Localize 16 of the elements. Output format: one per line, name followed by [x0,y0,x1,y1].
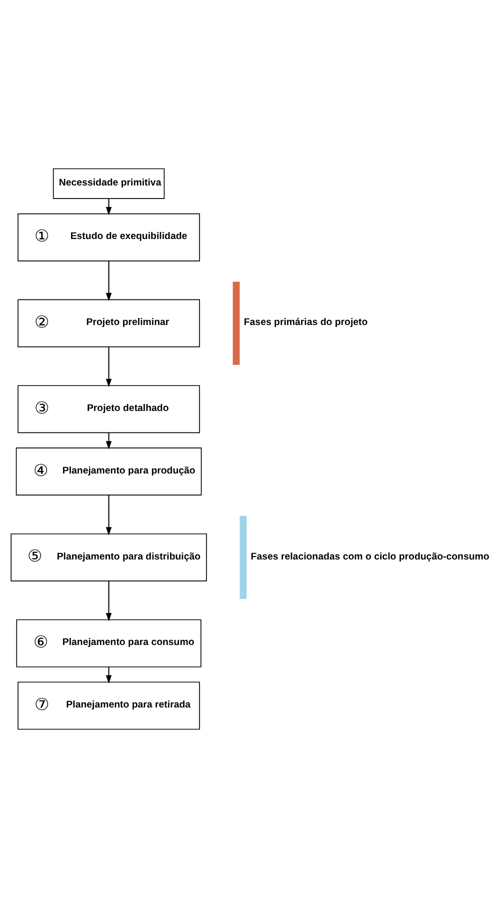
node-box: ⑦ Planejamento para retirada [18,681,200,730]
legend-label: Fases relacionadas com o ciclo produção-consumo [250,550,490,562]
arrow [106,346,112,387]
node-box: ③ Projeto detalhado [18,384,200,433]
arrow [106,580,112,621]
node-box: ⑥ Planejamento para consumo [16,618,202,667]
arrow [106,198,112,215]
arrow [106,260,112,301]
node-box: ① Estudo de exequibilidade [18,212,200,261]
node-box: ④ Planejamento para produção [16,447,202,495]
arrow [106,432,112,449]
node-box: Necessidade primitiva [52,168,165,198]
legend-label: Fases primárias do projeto [244,316,368,328]
arrow [106,494,112,535]
node-box: ② Projeto preliminar [18,298,200,347]
node-box: ⑤ Planejamento para distribuição [10,532,207,581]
